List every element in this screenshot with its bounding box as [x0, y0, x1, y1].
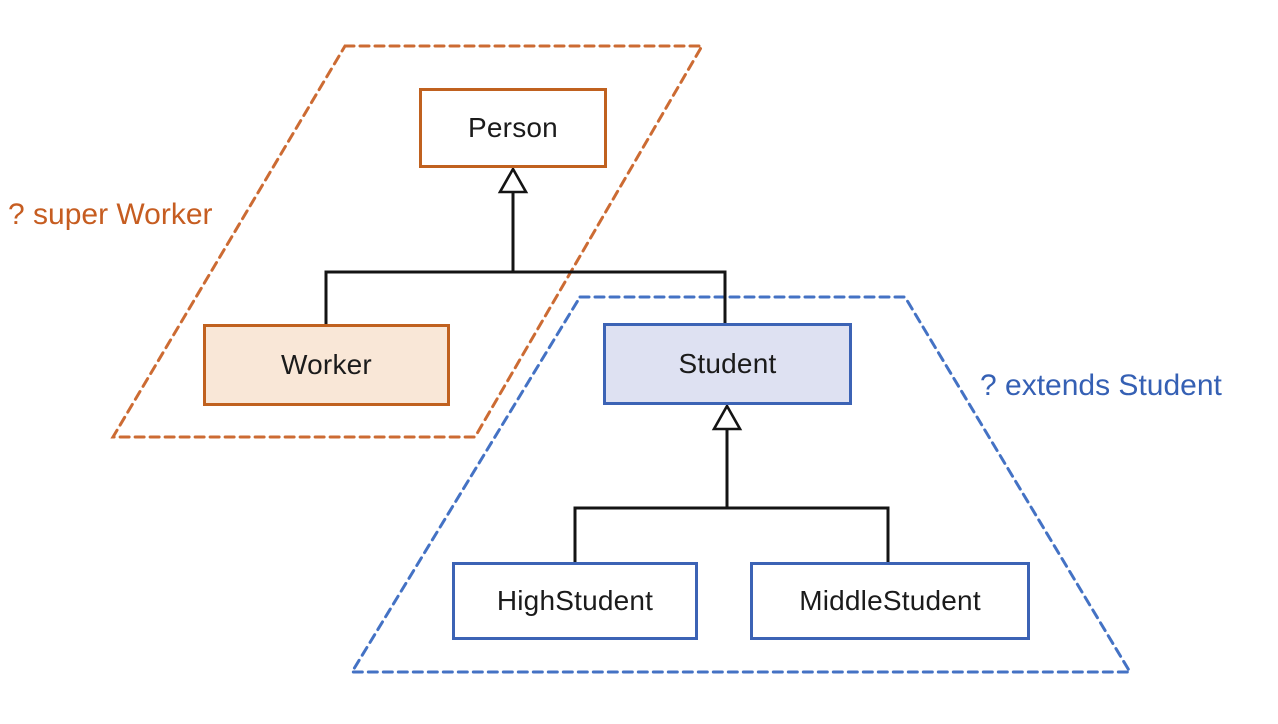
- class-node-highstudent-label: HighStudent: [496, 585, 654, 616]
- class-node-worker-label: Worker: [281, 349, 372, 380]
- class-node-highstudent: HighStudent: [452, 562, 698, 640]
- class-node-person-label: Person: [468, 112, 558, 143]
- inheritance-arrowhead-student: [711, 403, 743, 431]
- extends-student-region-outline: [349, 295, 1133, 674]
- class-node-middlestudent: MiddleStudent: [750, 562, 1030, 640]
- class-node-student-label: Student: [678, 348, 777, 379]
- class-node-middlestudent-label: MiddleStudent: [799, 585, 981, 616]
- class-node-person: Person: [419, 88, 607, 168]
- student-children-connector: [573, 506, 890, 562]
- super-worker-region-outline: [110, 44, 705, 439]
- person-children-connector: [324, 270, 727, 324]
- annotation-extends-student: ? extends Student: [980, 369, 1222, 402]
- class-node-student: Student: [603, 323, 852, 405]
- inheritance-arrowhead-person: [497, 166, 529, 194]
- annotation-super-worker: ? super Worker: [8, 198, 213, 231]
- class-node-worker: Worker: [203, 324, 450, 406]
